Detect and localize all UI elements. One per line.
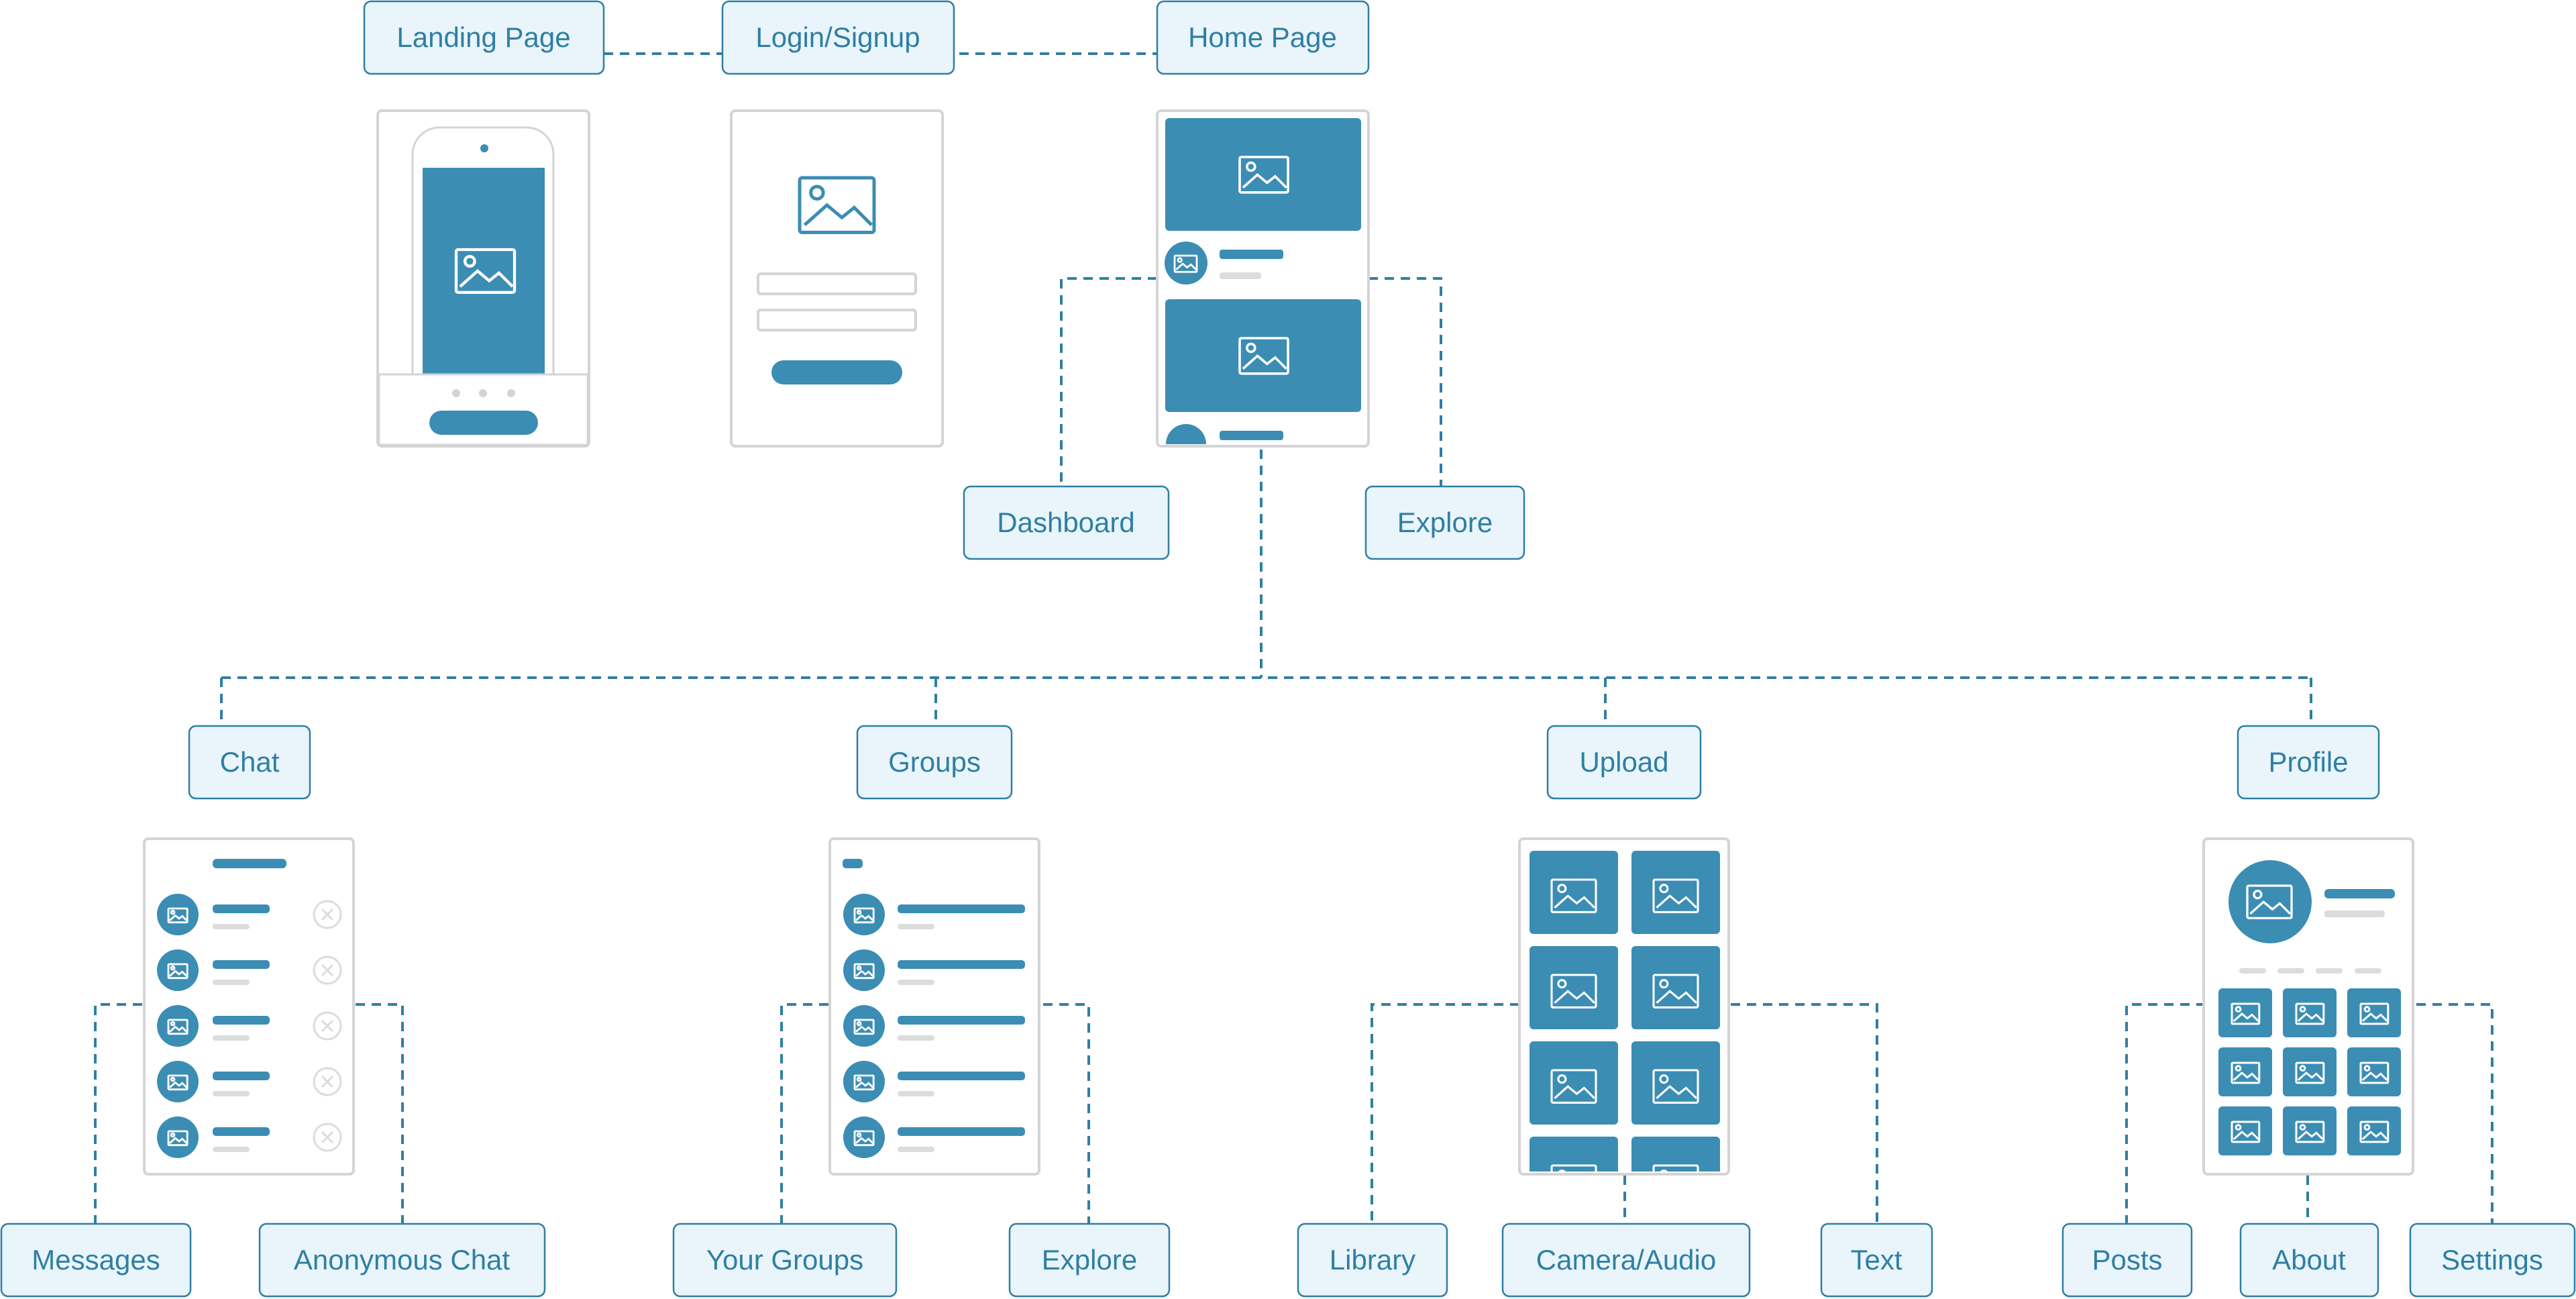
chat-wireframe <box>143 837 355 1176</box>
close-icon <box>313 1067 342 1096</box>
connector-groups-yours <box>780 1003 828 1224</box>
node-label: Landing Page <box>396 21 570 53</box>
node-label: Explore <box>1042 1244 1137 1276</box>
node-upload[interactable]: Upload <box>1546 725 1702 800</box>
connector-profile-settings <box>2416 1003 2493 1224</box>
node-label: Library <box>1330 1244 1415 1276</box>
node-label: Explore <box>1397 507 1493 538</box>
login-wireframe <box>730 109 944 448</box>
upload-wireframe <box>1518 837 1730 1176</box>
close-icon <box>313 1123 342 1152</box>
close-icon <box>313 900 342 929</box>
node-label: Upload <box>1579 746 1668 778</box>
connector-upload-text <box>1731 1003 1878 1224</box>
node-label: Posts <box>2092 1244 2162 1276</box>
close-icon <box>313 1011 342 1041</box>
node-label: Login/Signup <box>755 21 920 53</box>
node-explore[interactable]: Explore <box>1364 485 1525 560</box>
node-home-page[interactable]: Home Page <box>1156 0 1370 75</box>
node-chat[interactable]: Chat <box>188 725 311 800</box>
node-profile[interactable]: Profile <box>2237 725 2380 800</box>
connector-home-dashboard <box>1060 277 1157 486</box>
node-explore-groups[interactable]: Explore <box>1008 1223 1171 1298</box>
node-anonymous-chat[interactable]: Anonymous Chat <box>258 1223 546 1298</box>
node-dashboard[interactable]: Dashboard <box>963 485 1170 560</box>
connectors <box>94 52 2493 1224</box>
node-groups[interactable]: Groups <box>856 725 1013 800</box>
profile-wireframe <box>2202 837 2414 1176</box>
node-label: Anonymous Chat <box>294 1244 511 1276</box>
node-label: Chat <box>220 746 280 778</box>
node-label: About <box>2272 1244 2346 1276</box>
node-label: Messages <box>32 1244 160 1276</box>
node-label: Dashboard <box>997 507 1134 538</box>
node-text[interactable]: Text <box>1820 1223 1933 1298</box>
groups-wireframe <box>828 837 1040 1176</box>
node-label: Text <box>1850 1244 1902 1276</box>
node-label: Settings <box>2441 1244 2543 1276</box>
connector-chat-messages <box>94 1003 142 1224</box>
connector-chat-anonymous <box>356 1003 404 1224</box>
node-posts[interactable]: Posts <box>2061 1223 2193 1298</box>
connector-profile-posts <box>2125 1003 2206 1224</box>
node-messages[interactable]: Messages <box>0 1223 192 1298</box>
node-settings[interactable]: Settings <box>2409 1223 2576 1298</box>
node-label: Groups <box>888 746 981 778</box>
node-label: Home Page <box>1188 21 1337 53</box>
node-library[interactable]: Library <box>1297 1223 1448 1298</box>
node-landing-page[interactable]: Landing Page <box>363 0 605 75</box>
node-your-groups[interactable]: Your Groups <box>672 1223 898 1298</box>
home-wireframe <box>1156 109 1370 448</box>
node-label: Your Groups <box>706 1244 863 1276</box>
landing-wireframe <box>376 109 590 448</box>
node-camera-audio[interactable]: Camera/Audio <box>1501 1223 1751 1298</box>
node-label: Camera/Audio <box>1536 1244 1716 1276</box>
connector-home-explore <box>1368 277 1442 486</box>
close-icon <box>313 955 342 985</box>
node-about[interactable]: About <box>2239 1223 2379 1298</box>
connector-upload-library <box>1371 1003 1519 1224</box>
node-label: Profile <box>2268 746 2348 778</box>
node-login-signup[interactable]: Login/Signup <box>721 0 955 75</box>
connector-groups-explore <box>1043 1003 1090 1224</box>
